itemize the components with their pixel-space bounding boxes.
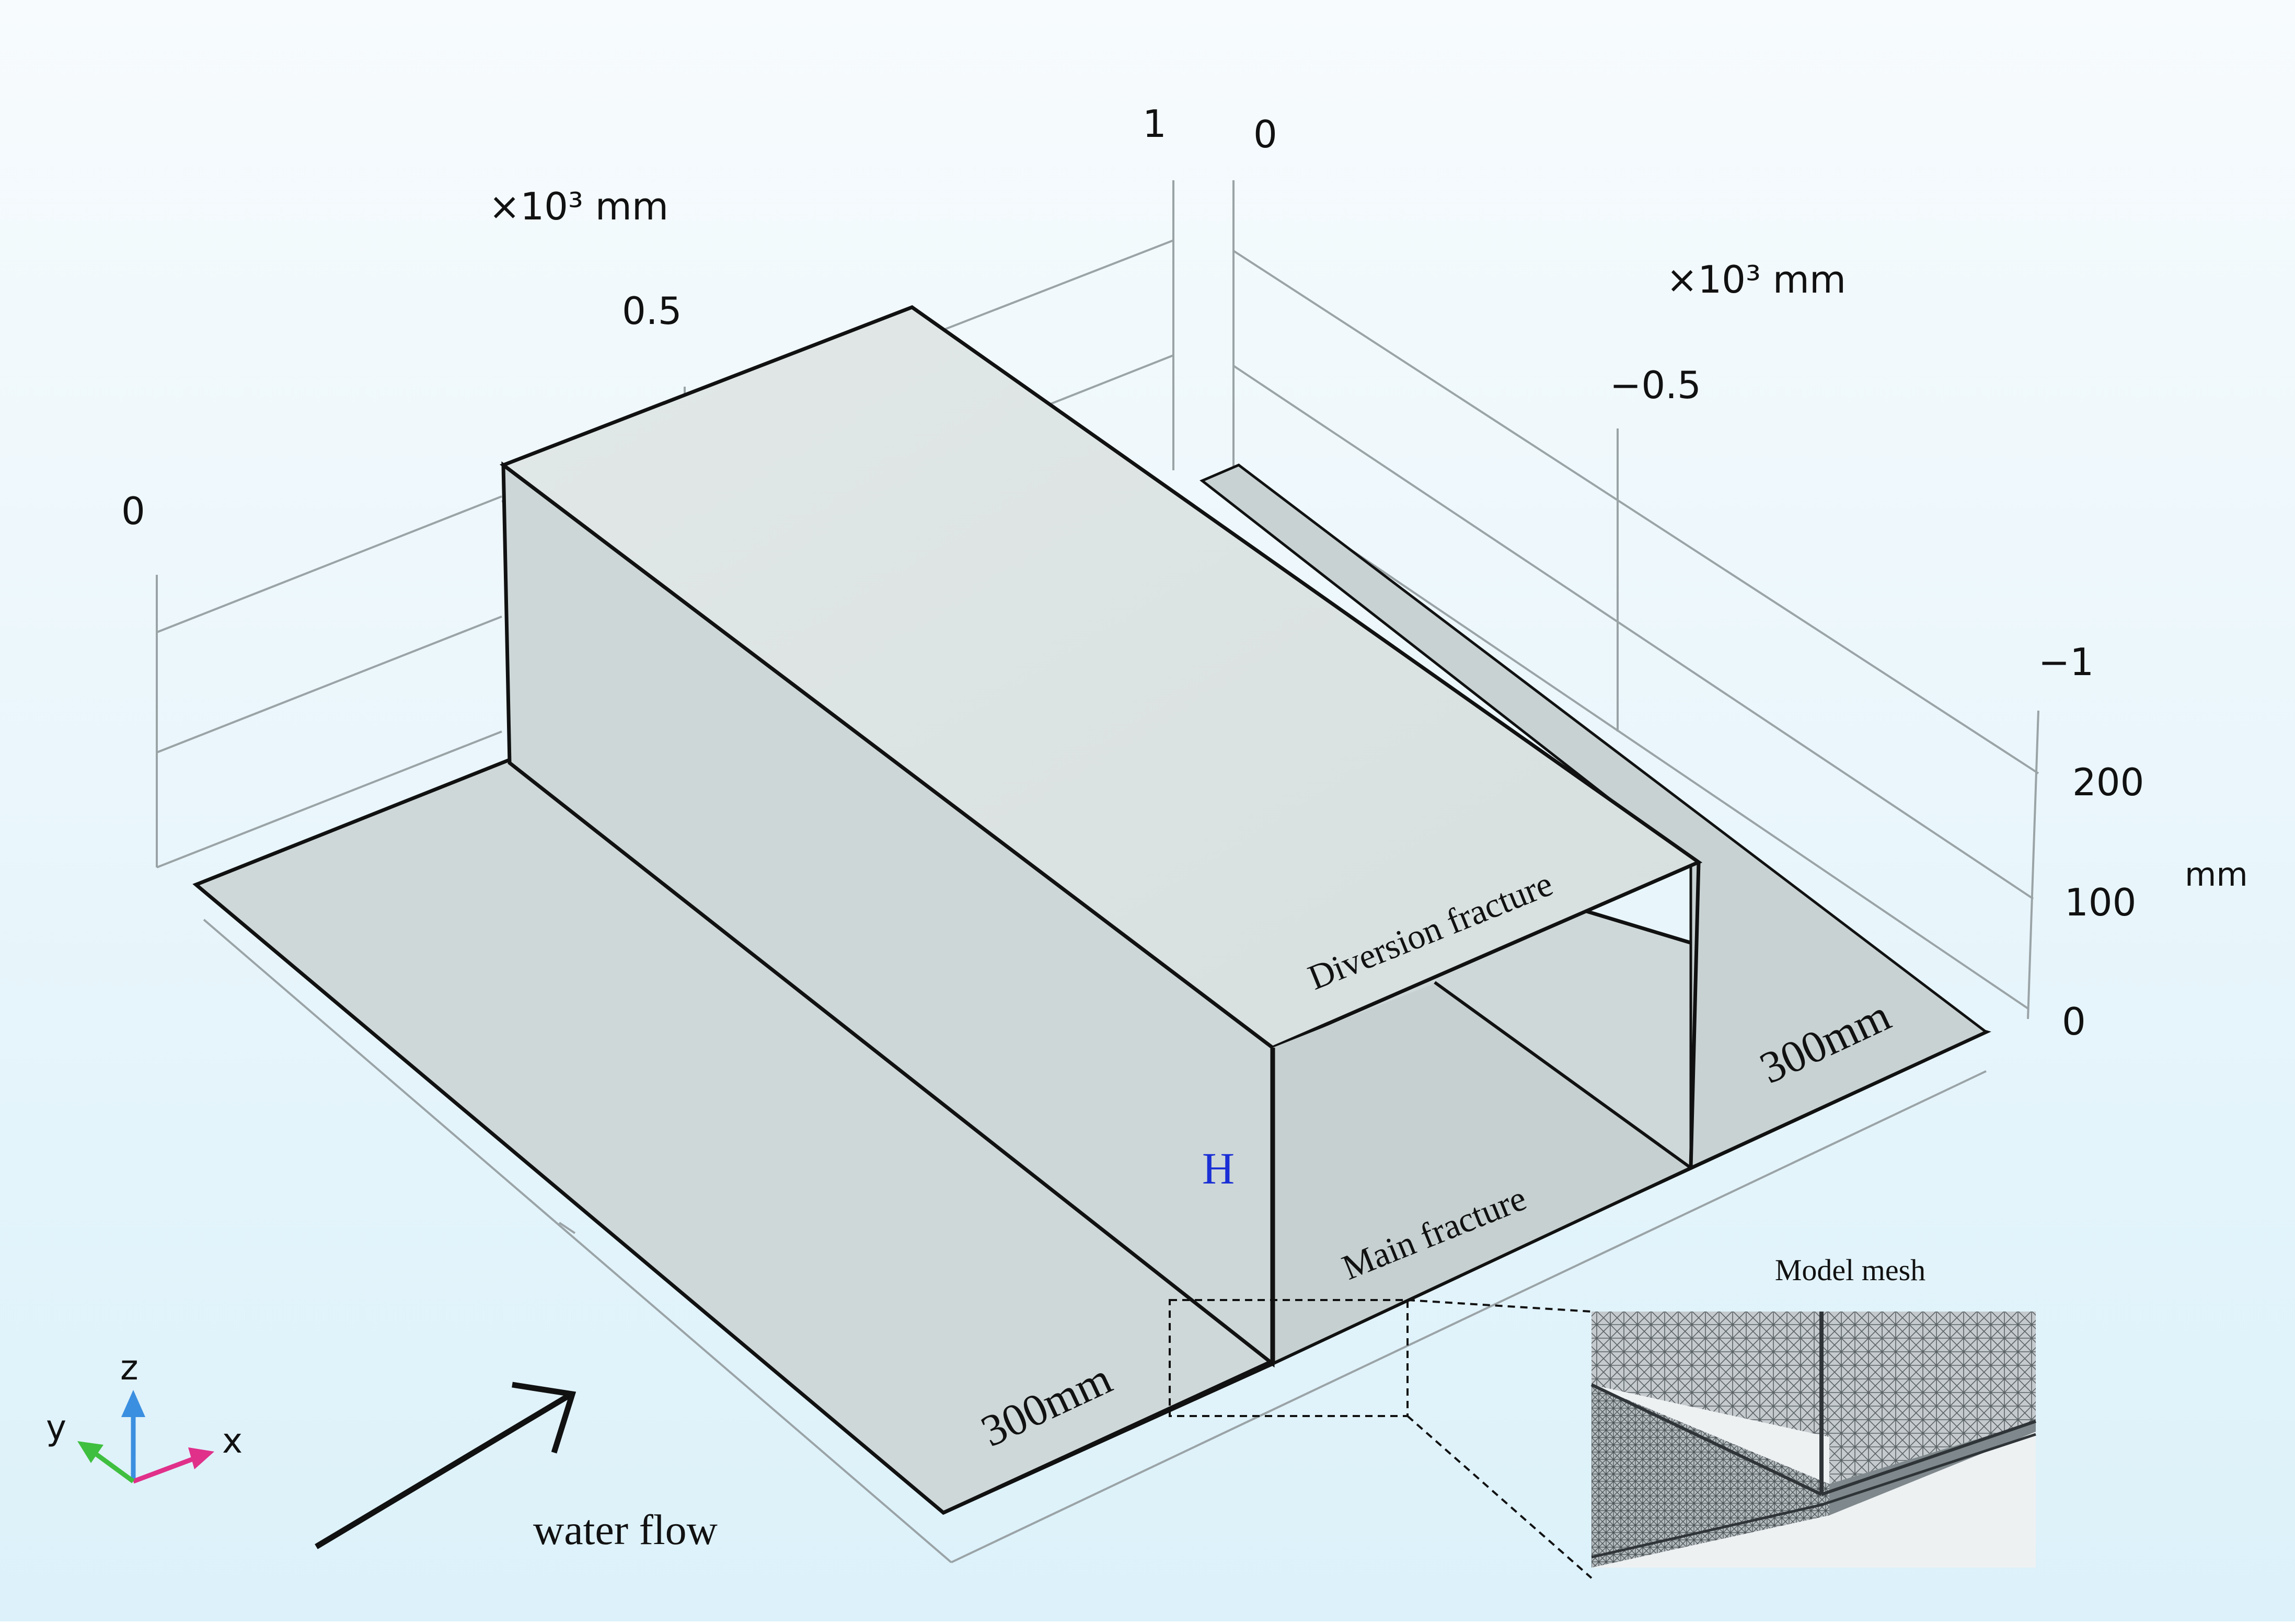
height-label: H: [1202, 1143, 1235, 1193]
axis-triad: z x y: [46, 1348, 243, 1484]
triad-x-label: x: [222, 1421, 243, 1461]
z-tick-200: 200: [2072, 760, 2144, 804]
y-tick-minus-1: −1: [2038, 640, 2094, 684]
mesh-inset: Model mesh: [1590, 1253, 2036, 1568]
x-tick-0-5: 0.5: [622, 289, 682, 333]
y-tick-minus-0-5: −0.5: [1610, 363, 1701, 407]
x-unit-label: ×10³ mm: [489, 184, 668, 228]
mesh-inset-title: Model mesh: [1775, 1253, 1925, 1287]
triad-y-label: y: [46, 1408, 66, 1448]
y-tick-0: 0: [1253, 112, 1277, 156]
water-flow-arrow: [315, 1382, 576, 1549]
x-tick-0: 0: [121, 489, 145, 533]
zoom-callout: [1169, 1299, 1593, 1579]
z-unit-label: mm: [2185, 855, 2248, 894]
triad-z-label: z: [120, 1348, 139, 1388]
grid-lines: [156, 180, 2039, 1563]
z-tick-0: 0: [2062, 1000, 2086, 1043]
axis-tick-labels: ×10³ mm 0 0.5 1 ×10³ mm 0 −0.5 −1 200 10…: [121, 102, 2248, 1043]
main-fracture-floor: [1273, 982, 1691, 1364]
z-tick-100: 100: [2065, 880, 2136, 924]
x-tick-1: 1: [1143, 102, 1167, 146]
water-flow-label: water flow: [533, 1506, 718, 1553]
y-unit-label: ×10³ mm: [1666, 258, 1846, 301]
